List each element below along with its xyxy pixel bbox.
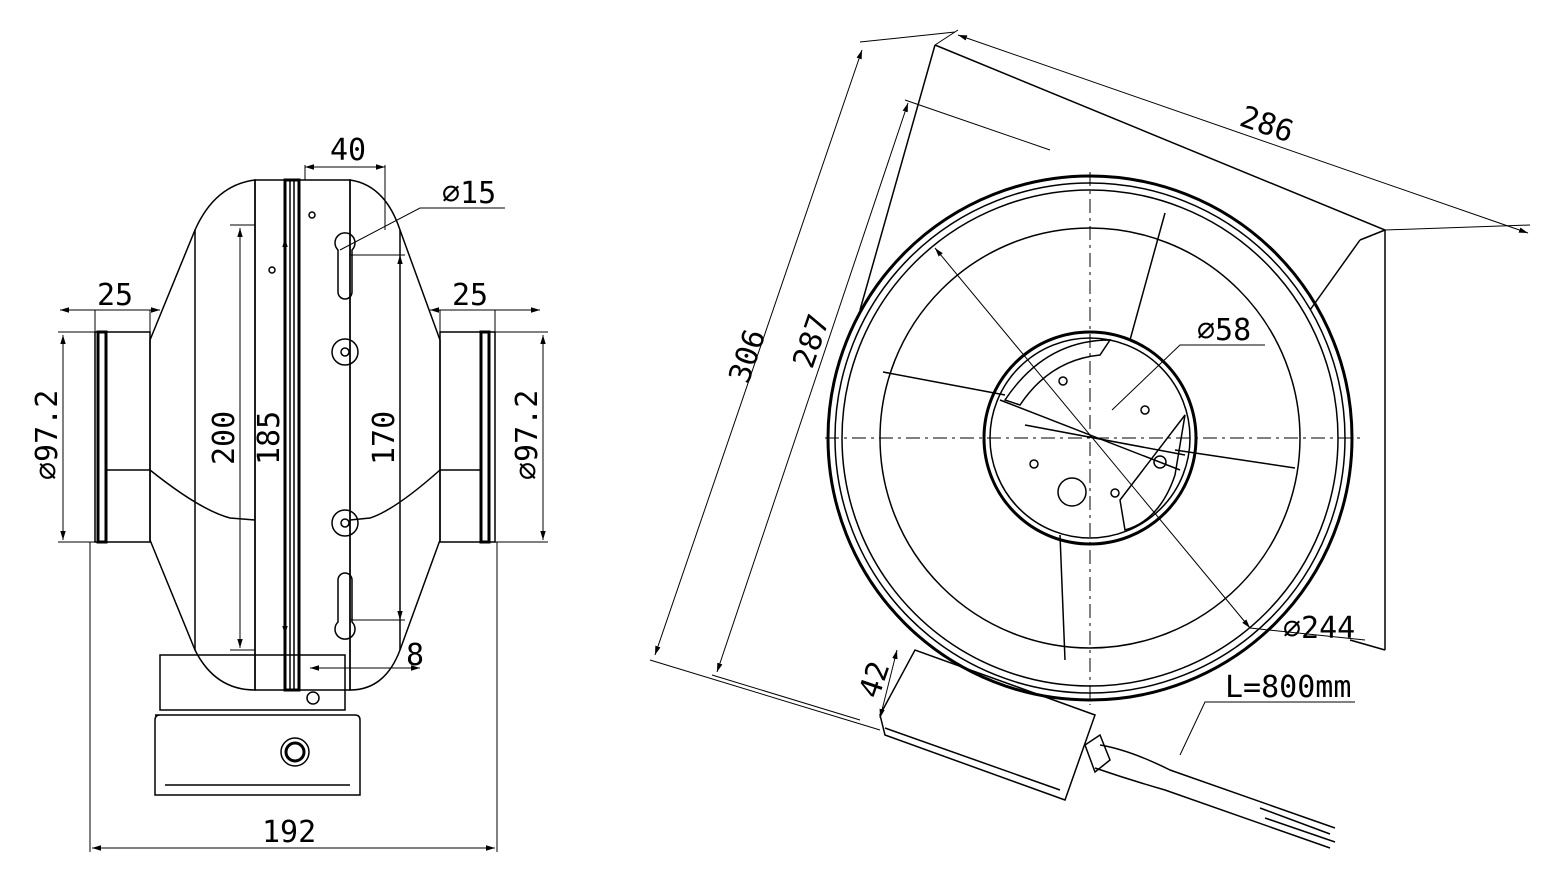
front-view (649, 29, 1531, 849)
dim-192-label: 192 (262, 815, 316, 850)
dim-housing-diameter-label: ⌀244 (1283, 611, 1355, 646)
dim-40-label: 40 (330, 133, 366, 168)
dim-hole-diameter-label: ⌀15 (442, 176, 496, 211)
cable (1094, 744, 1336, 849)
dim-25-right-label: 25 (452, 278, 488, 313)
dim-306-label: 306 (722, 325, 773, 388)
dim-8-label: 8 (406, 638, 424, 673)
cable-length-label: L=800mm (1225, 670, 1351, 705)
side-view (58, 164, 548, 852)
right-outlet (439, 330, 496, 544)
side-dimension-lines (58, 164, 548, 852)
front-terminal-box (879, 649, 1111, 801)
terminal-box (154, 654, 361, 796)
dim-200-label: 200 (207, 411, 242, 465)
dim-motor-diameter-label: ⌀58 (1197, 313, 1251, 348)
mounting-slots (268, 211, 359, 640)
dim-left-outlet-diameter-label: ⌀97.2 (30, 390, 65, 480)
front-dimension-lines (649, 29, 1531, 756)
dim-170-label: 170 (367, 411, 402, 465)
dim-25-left-label: 25 (97, 278, 133, 313)
dim-287-label: 287 (786, 310, 837, 373)
dim-right-outlet-diameter-label: ⌀97.2 (510, 390, 545, 480)
dim-185-label: 185 (252, 411, 287, 465)
left-outlet (94, 330, 151, 544)
dim-286-label: 286 (1235, 99, 1298, 150)
